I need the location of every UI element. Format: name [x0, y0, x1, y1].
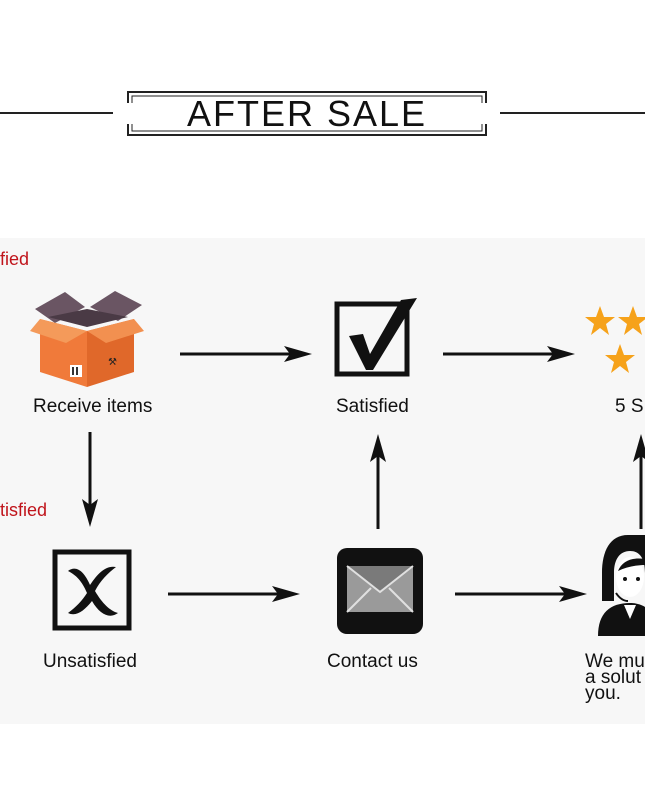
package-box-icon: ⚒ — [30, 291, 144, 387]
header-rule-right — [500, 112, 645, 114]
step-label-solution: We mu a solut you. — [585, 651, 645, 704]
x-cross-box-icon — [52, 549, 132, 631]
arrow-satisfied-to-stars — [443, 346, 575, 362]
page-title: AFTER SALE — [186, 93, 428, 134]
arrow-receive-to-unsatisfied — [82, 432, 98, 527]
step-label-receive-items: Receive items — [33, 396, 153, 417]
arrow-receive-to-satisfied — [180, 346, 312, 362]
step-label-five-star: 5 S — [615, 396, 644, 417]
branch-label-unsatisfied: tisfied — [0, 500, 48, 520]
arrow-unsatisfied-to-contact — [168, 586, 300, 602]
step-label-contact-us: Contact us — [327, 651, 418, 672]
arrow-contact-to-satisfied — [370, 434, 386, 529]
header-rule-left — [0, 112, 113, 114]
five-stars-icon — [585, 306, 645, 373]
title-frame-border — [127, 91, 487, 136]
arrow-solution-to-stars — [633, 434, 645, 529]
svg-text:⚒: ⚒ — [108, 357, 117, 368]
envelope-mail-icon — [337, 548, 423, 634]
step-label-satisfied: Satisfied — [336, 396, 409, 417]
branch-label-satisfied: fied — [0, 249, 30, 269]
checkbox-checked-icon — [334, 298, 417, 377]
arrow-contact-to-solution — [455, 586, 587, 602]
support-agent-icon — [598, 535, 645, 636]
title-frame: AFTER SALE — [127, 91, 487, 136]
step-label-unsatisfied: Unsatisfied — [43, 651, 137, 672]
